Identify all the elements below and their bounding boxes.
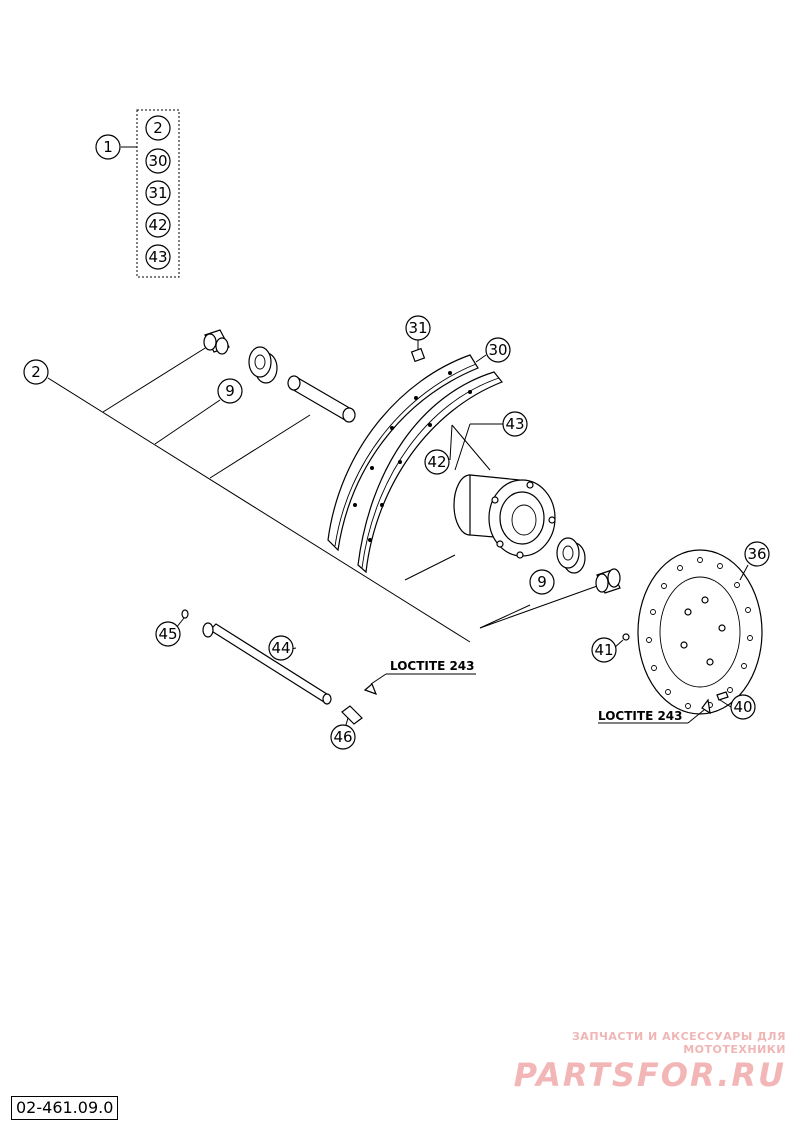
callout-44: 44 (271, 639, 290, 657)
wheel-hub (453, 474, 556, 559)
drawing-number: 02-461.09.0 (11, 1096, 119, 1120)
brake-disc (637, 549, 763, 715)
spacer-part (203, 329, 230, 355)
callout-42: 42 (427, 453, 446, 471)
callout-9-right: 9 (537, 573, 547, 591)
watermark-brand: PARTSFOR.RU (513, 1056, 786, 1094)
disc-holes (646, 557, 753, 709)
valve-part (410, 347, 426, 363)
callout-1-circle (95, 134, 121, 160)
callout-36: 36 (747, 545, 766, 563)
rim-spoke-holes (353, 371, 472, 542)
axis-leaders (47, 344, 601, 643)
callout-2: 2 (31, 363, 41, 381)
distance-sleeve (287, 375, 356, 423)
callout-46: 46 (333, 728, 352, 746)
callout-40: 40 (733, 698, 752, 716)
kit-callout-43: 43 (148, 248, 167, 266)
kit-callout-31: 31 (148, 184, 167, 202)
callout-45: 45 (158, 625, 177, 643)
kit-callout-30: 30 (148, 152, 167, 170)
kit-box (136, 109, 180, 278)
axle (202, 622, 332, 705)
callout-9-left: 9 (225, 382, 235, 400)
kit-group: 1 2 30 31 42 43 (95, 109, 180, 278)
loctite-note-disc: LOCTITE 243 (598, 709, 683, 723)
callout-30: 30 (488, 341, 507, 359)
callouts: 2 9 31 30 43 42 9 36 41 40 45 44 46 (23, 315, 770, 750)
spacer-right (595, 568, 621, 594)
callout-43: 43 (505, 415, 524, 433)
callout-41: 41 (594, 641, 613, 659)
rim (327, 354, 503, 574)
bearing-right (556, 537, 586, 574)
kit-callout-2: 2 (153, 119, 163, 137)
kit-callout-42: 42 (148, 216, 167, 234)
watermark-subtitle: ЗАПЧАСТИ И АКСЕССУАРЫ ДЛЯ МОТОТЕХНИКИ (571, 1030, 786, 1056)
bearing-left (248, 346, 278, 384)
callout-31: 31 (408, 319, 427, 337)
callout-1: 1 (103, 138, 113, 156)
loctite-note-axle: LOCTITE 243 (390, 659, 475, 673)
watermark: ЗАПЧАСТИ И АКСЕССУАРЫ ДЛЯ МОТОТЕХНИКИ PA… (466, 1030, 786, 1094)
small-parts (181, 609, 729, 725)
